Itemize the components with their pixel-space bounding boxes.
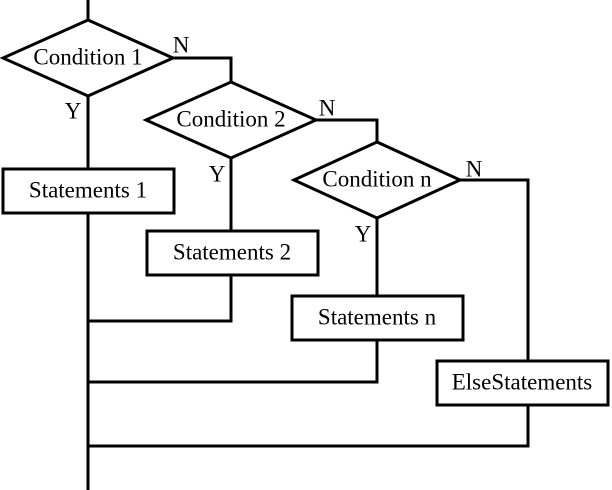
branch-label-condition2-no: N: [319, 95, 336, 120]
conditionn-diamond: [290, 140, 464, 220]
edge-elsestatements-merge: [88, 405, 530, 448]
node-elsestatements[interactable]: ElseStatements: [435, 359, 610, 407]
statementsn-box: [290, 294, 465, 342]
conditionn-label: Condition n: [322, 166, 432, 191]
node-statements1[interactable]: Statements 1: [1, 167, 176, 215]
statements2-label: Statements 2: [173, 239, 291, 264]
node-condition2[interactable]: Condition 2: [142, 80, 320, 160]
statements2-box: [145, 229, 320, 277]
condition2-diamond: [142, 80, 320, 160]
statements1-label: Statements 1: [29, 177, 147, 202]
branch-label-condition1-yes: Y: [65, 98, 82, 123]
elsestatements-box: [435, 359, 610, 407]
edge-conditionn-no-to-elsestatements: [460, 178, 530, 361]
statementsn-label: Statements n: [318, 304, 437, 329]
condition2-label: Condition 2: [176, 106, 285, 131]
condition1-label: Condition 1: [33, 44, 142, 69]
elsestatements-label: ElseStatements: [452, 369, 593, 394]
edge-layer: [86, 0, 530, 490]
branch-label-conditionn-no: N: [466, 156, 483, 181]
condition1-diamond: [0, 18, 177, 98]
node-layer: Condition 1 Condition 2 Condition n Stat…: [0, 18, 610, 407]
node-statements2[interactable]: Statements 2: [145, 229, 320, 277]
branch-label-condition1-no: N: [173, 32, 190, 57]
edge-condition1-no-to-condition2: [173, 56, 233, 82]
node-statementsn[interactable]: Statements n: [290, 294, 465, 342]
node-conditionn[interactable]: Condition n: [290, 140, 464, 220]
branch-label-conditionn-yes: Y: [355, 221, 372, 246]
edge-condition2-no-to-conditionn: [316, 118, 379, 142]
edge-statementsn-merge: [88, 340, 379, 384]
branch-label-layer: N Y N Y N Y: [65, 32, 483, 246]
statements1-box: [1, 167, 176, 215]
node-condition1[interactable]: Condition 1: [0, 18, 177, 98]
edge-statements2-merge: [88, 275, 233, 323]
branch-label-condition2-yes: Y: [209, 161, 226, 186]
